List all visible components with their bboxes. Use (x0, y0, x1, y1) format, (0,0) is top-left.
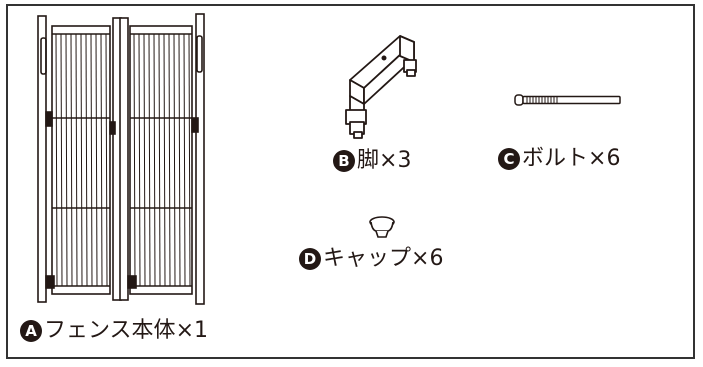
marker-a-icon: A (20, 320, 42, 342)
part-label-fence: A フェンス本体 ×1 (20, 320, 208, 342)
parts-list-panel (6, 4, 695, 359)
part-name-fence: フェンス本体 (44, 318, 176, 343)
part-quantity-leg: ×3 (379, 148, 412, 173)
part-label-bolt: C ボルト ×6 (498, 148, 620, 170)
marker-c-icon: C (498, 148, 520, 170)
part-name-bolt: ボルト (522, 146, 589, 171)
part-quantity-cap: ×6 (411, 246, 444, 271)
part-quantity-bolt: ×6 (588, 146, 621, 171)
part-label-cap: D キャップ ×6 (299, 248, 443, 270)
marker-b-icon: B (333, 150, 355, 172)
part-quantity-fence: ×1 (175, 318, 208, 343)
part-name-leg: 脚 (357, 148, 380, 173)
part-name-cap: キャップ (323, 246, 412, 271)
marker-d-icon: D (299, 248, 321, 270)
part-label-leg: B 脚 ×3 (333, 150, 411, 172)
